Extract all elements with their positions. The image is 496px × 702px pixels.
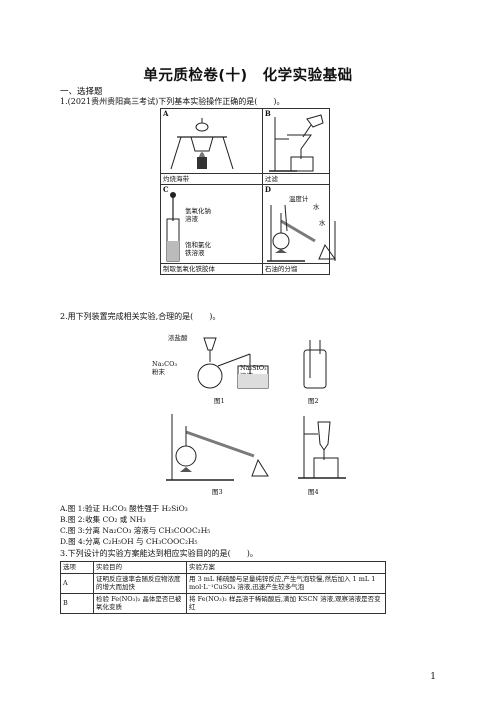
water-in-label: 水 <box>312 203 320 211</box>
q1-label-a: A <box>163 109 169 118</box>
q1-caption-a: 灼烧海带 <box>160 173 263 185</box>
q3-row-b-plan: 将 Fe(NO₃)₂ 样品溶于稀硝酸后,滴加 KSCN 溶液,观察溶液是否变红 <box>186 592 386 614</box>
q3-row-a-option: A <box>60 572 94 594</box>
q3-table: 选项 实验目的 实验方案 A 证明反应速率会随反应物浓度的增大而加快 用 3 m… <box>60 561 386 614</box>
fig1-caption: 图1 <box>214 397 225 405</box>
q1-caption-d: 石油的分馏 <box>261 263 331 275</box>
q1-label-c: C <box>163 185 169 194</box>
distillation-figure <box>266 204 336 262</box>
dropper-tube-figure <box>166 192 180 262</box>
water-out-label: 水 <box>318 219 326 227</box>
q1-options-table: A B <box>160 108 336 275</box>
q2-option-c: C.图 3:分离 Na₂CO₃ 溶液与 CH₃COOC₂H₅ <box>60 526 211 535</box>
q1-cell-d: D 温度计 水 水 <box>261 184 336 264</box>
page-title: 单元质检卷(十) 化学实验基础 <box>143 68 353 84</box>
q2-option-b: B.图 2:收集 CO₂ 或 NH₃ <box>60 515 146 524</box>
q1-cell-a: A <box>160 108 263 174</box>
q1-cell-b: B <box>261 108 331 174</box>
q1-caption-b: 过滤 <box>261 173 331 185</box>
fecl3-label: 饱和氯化 铁溶液 <box>185 241 211 257</box>
table-row: B 检验 Fe(NO₃)₂ 晶体是否已被氧化变质 将 Fe(NO₃)₂ 样品溶于… <box>60 592 386 614</box>
q2-stem: 2.用下列装置完成相关实验,合理的是( )。 <box>60 312 221 321</box>
fig2-caption: 图2 <box>308 397 319 405</box>
q2-option-a: A.图 1:验证 H₂CO₃ 酸性强于 H₂SiO₃ <box>60 504 188 513</box>
q3-header-purpose: 实验目的 <box>93 561 187 574</box>
fig1-acid-label: 浓盐酸 <box>168 334 188 342</box>
table-row: A 证明反应速率会随反应物浓度的增大而加快 用 3 mL 稀硫酸与足量纯锌反应,… <box>60 572 386 594</box>
q3-header-row: 选项 实验目的 实验方案 <box>60 561 386 574</box>
fig2-gas-bottle <box>303 340 327 389</box>
q3-header-plan: 实验方案 <box>186 561 386 574</box>
fig1-na2co3-label: Na₂CO₃ 粉末 <box>152 360 178 376</box>
q1-cell-c: C 氢氧化钠 溶液 饱和氯化 铁溶液 <box>160 184 263 264</box>
section-heading: 一、选择题 <box>60 87 103 97</box>
fig3-caption: 图3 <box>212 488 223 496</box>
q3-row-a-purpose: 证明反应速率会随反应物浓度的增大而加快 <box>93 572 187 594</box>
fig4-separatory-funnel <box>298 416 346 479</box>
fig3-distillation <box>166 414 269 481</box>
page-number: 1 <box>430 672 436 682</box>
q3-row-a-plan: 用 3 mL 稀硫酸与足量纯锌反应,产生气泡较慢,然后加入 1 mL 1 mol… <box>186 572 386 594</box>
q3-header-option: 选项 <box>60 561 94 574</box>
q1-label-b: B <box>264 109 271 118</box>
q3-stem: 3.下列设计的实验方案能达到相应实验目的的是( )。 <box>60 549 258 558</box>
thermometer-label: 温度计 <box>288 195 309 203</box>
q3-row-b-purpose: 检验 Fe(NO₃)₂ 晶体是否已被氧化变质 <box>93 592 187 614</box>
q1-stem: 1.(2021贵州贵阳高三考试)下列基本实验操作正确的是( )。 <box>60 97 285 106</box>
filtration-figure <box>268 114 324 172</box>
q2-option-d: D.图 4:分离 C₂H₅OH 与 CH₃COOC₂H₅ <box>60 537 198 546</box>
fig1-apparatus <box>197 337 269 389</box>
q1-label-d: D <box>264 185 271 194</box>
naoh-label: 氢氧化钠 溶液 <box>185 207 211 223</box>
fig4-caption: 图4 <box>308 488 319 496</box>
crucible-burner-figure <box>170 118 234 170</box>
q1-caption-c: 制取氢氧化铁胶体 <box>160 263 263 275</box>
q3-row-b-option: B <box>60 592 94 614</box>
